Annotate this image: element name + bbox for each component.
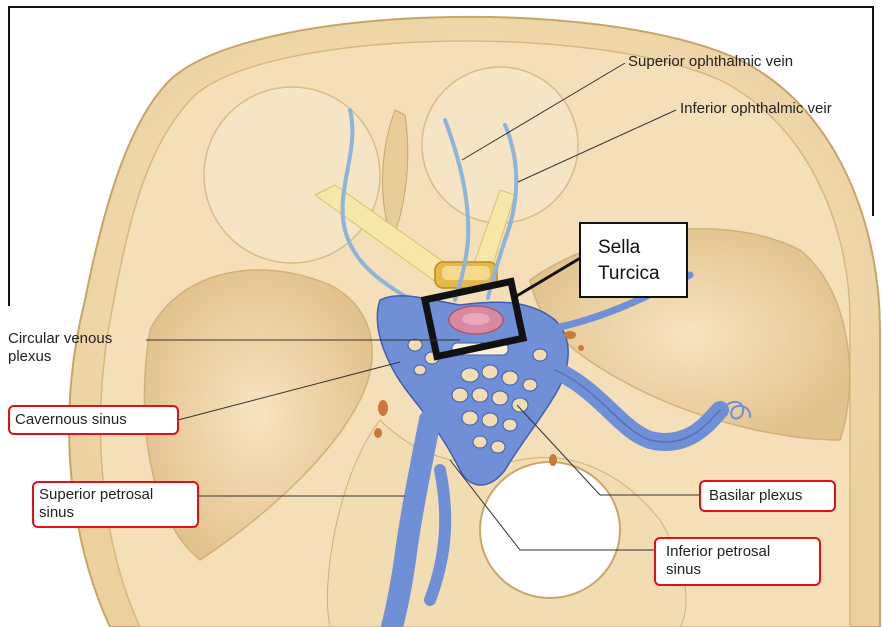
cavernous-sinus-callout: Cavernous sinus	[8, 405, 179, 435]
superior-petrosal-sinus-label-line2: sinus	[39, 504, 74, 522]
superior-ophthalmic-vein-label: Superior ophthalmic vein	[628, 53, 793, 71]
foramen-left-2	[374, 428, 382, 438]
foramen-left-1	[378, 400, 388, 416]
sella-turcica-callout: Sella Turcica	[579, 222, 688, 298]
foramen-right-3	[578, 345, 584, 351]
pituitary-gland-center	[462, 313, 490, 325]
sella-turcica-line2: Turcica	[598, 262, 660, 286]
clinoid-highlight	[442, 266, 490, 280]
basilar-plexus-callout: Basilar plexus	[699, 480, 836, 512]
superior-petrosal-sinus-callout: Superior petrosal sinus	[32, 481, 199, 528]
inferior-petrosal-sinus-label-line1: Inferior petrosal	[666, 543, 770, 561]
inferior-petrosal-sinus-callout: Inferior petrosal sinus	[654, 537, 821, 586]
left-orbital-roof	[204, 87, 380, 263]
foramen-right-2	[549, 454, 557, 466]
inferior-ophthalmic-vein-label: Inferior ophthalmic veir	[680, 100, 832, 118]
circular-venous-plexus-label-line2: plexus	[8, 348, 51, 366]
cavernous-sinus-label: Cavernous sinus	[15, 411, 127, 429]
circular-venous-plexus-label-line1: Circular venous	[8, 330, 112, 348]
basilar-plexus-label: Basilar plexus	[709, 487, 802, 505]
superior-petrosal-sinus-label-line1: Superior petrosal	[39, 486, 153, 504]
foramen-magnum	[480, 462, 620, 598]
inferior-petrosal-sinus-label-line2: sinus	[666, 561, 701, 579]
foramen-right-1	[564, 331, 576, 339]
sella-turcica-line1: Sella	[598, 236, 640, 260]
